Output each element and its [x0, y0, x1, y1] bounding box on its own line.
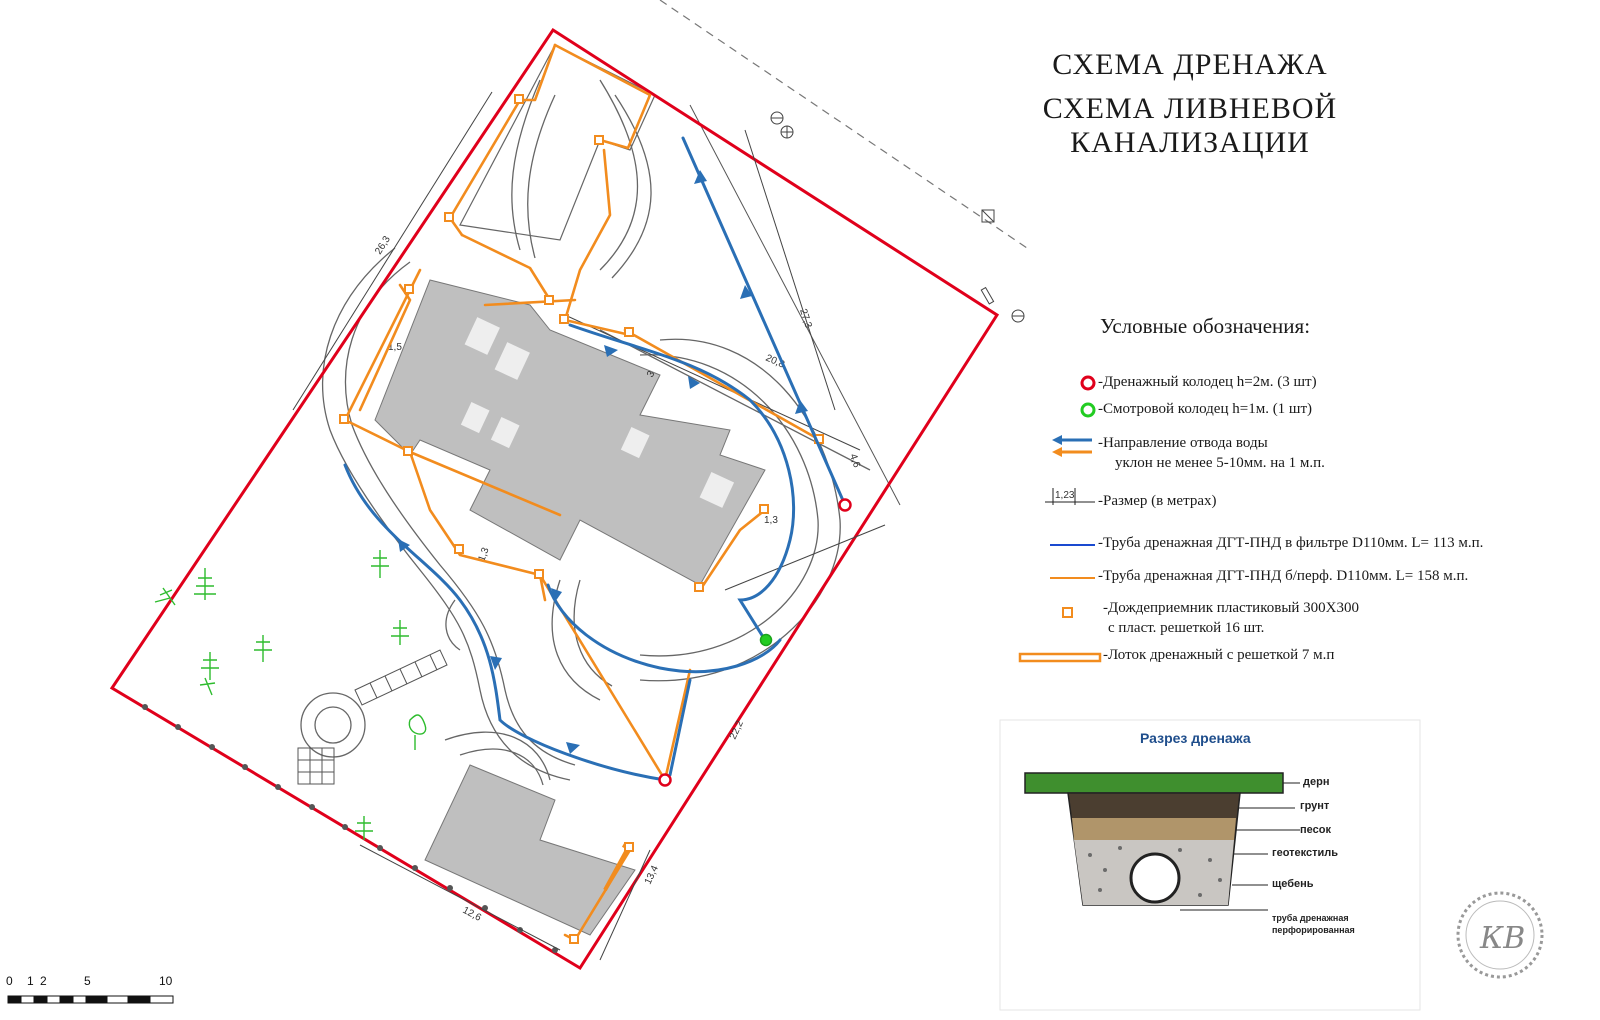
pavement-outlines [321, 79, 871, 786]
legend-item-rain-receiver: -Дождеприемник пластиковый 300Х300 [1103, 600, 1360, 616]
road-edge-line [689, 104, 901, 506]
paver-path [297, 649, 448, 785]
dimension-lines [292, 91, 886, 961]
scale-tick-label: 10 [159, 974, 173, 988]
scale-tick-label: 5 [84, 974, 91, 988]
legend-symbols: 1,23 [1018, 375, 1102, 663]
section-title: Разрез дренажа [1140, 730, 1251, 746]
north-outbuilding [459, 44, 656, 241]
drainage-section-figure [999, 719, 1421, 1011]
patio-circle-inner [314, 706, 352, 744]
layer-label-geotextile: геотекстиль [1272, 847, 1339, 859]
layer-label-pipe: труба дренажная [1272, 913, 1349, 923]
legend-item-orange-pipe: -Труба дренажная ДГТ-ПНД б/перф. D110мм.… [1098, 568, 1469, 584]
drain-well-2 [658, 773, 672, 787]
dimension-label: 1,3 [764, 515, 778, 526]
blue-pipes [343, 136, 847, 782]
legend-item-inspection-well: -Смотровой колодец h=1м. (1 шт) [1098, 401, 1313, 417]
house-roof-marks [460, 317, 735, 508]
green-ring-icon [1080, 402, 1096, 418]
dashed-road-line [659, 0, 1031, 251]
legend-item-rain-receiver-count: с пласт. решеткой 16 шт. [1108, 620, 1265, 636]
rain-receivers [339, 94, 824, 944]
scale-bar [7, 995, 174, 1004]
layer-label-turf: дерн [1303, 776, 1330, 788]
dimension-label: 22,2 [728, 719, 746, 742]
flow-arrows-icon [1052, 435, 1092, 457]
drain-well-1 [838, 498, 852, 512]
scale-tick-label: 2 [40, 974, 47, 988]
layer-label-gravel: щебень [1272, 878, 1314, 890]
scale-tick-label: 1 [27, 974, 34, 988]
legend-item-flow-slope: уклон не менее 5-10мм. на 1 м.п. [1115, 455, 1325, 471]
dimension-label: 26,3 [373, 234, 393, 257]
orange-pipes [343, 43, 822, 942]
dimension-label: 3 [645, 369, 658, 380]
scale-tick-label: 0 [6, 974, 13, 988]
svg-text:1,23: 1,23 [1055, 490, 1075, 501]
layer-label-soil: грунт [1300, 800, 1330, 812]
utility-symbols [770, 111, 1025, 323]
title-line-1: СХЕМА ДРЕНАЖА [1052, 48, 1328, 81]
layer-label-sand: песок [1300, 824, 1331, 836]
dimension-label: 27,3 [797, 308, 814, 330]
legend-heading: Условные обозначения: [1100, 314, 1311, 338]
dimension-label: 1,3 [476, 546, 491, 563]
legend-item-drain-well: -Дренажный колодец h=2м. (3 шт) [1098, 374, 1317, 390]
layer-label-pipe-perforated: перфорированная [1272, 925, 1355, 935]
garage [424, 764, 636, 936]
boundary-posts [142, 704, 558, 953]
inspection-well [759, 633, 773, 647]
plot-boundary [109, 27, 1000, 971]
svg-text:КВ: КВ [1479, 921, 1525, 956]
patio-circle-outer [300, 692, 366, 758]
dimension-label: 1,5 [388, 342, 402, 353]
title-line-2: СХЕМА ЛИВНЕВОЙ КАНАЛИЗАЦИИ [1042, 92, 1338, 159]
flow-arrowheads [398, 170, 808, 754]
legend-item-flow-direction: -Направление отвода воды [1098, 435, 1268, 451]
dimension-label: 4,6 [847, 453, 862, 470]
legend-item-blue-pipe: -Труба дренажная ДГТ-ПНД в фильтре D110м… [1098, 535, 1484, 551]
red-ring-icon [1080, 375, 1096, 391]
legend-item-dimension: -Размер (в метрах) [1098, 493, 1217, 509]
trees [154, 550, 427, 840]
orange-square-icon [1062, 607, 1073, 618]
monogram-logo: КВ [1456, 891, 1544, 979]
legend-item-drain-tray: -Лоток дренажный с решеткой 7 м.п [1103, 647, 1335, 663]
dimension-icon [1045, 488, 1095, 505]
orange-double-line-icon [1018, 652, 1102, 663]
